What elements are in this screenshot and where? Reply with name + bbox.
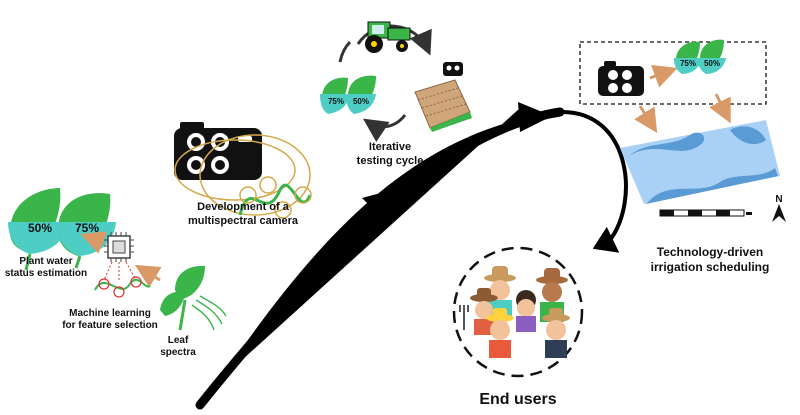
tractor-icon (365, 21, 411, 53)
cycle-leaves: 75% 50% (320, 75, 376, 114)
north-label: N (775, 194, 782, 205)
irrigation-map (620, 120, 780, 204)
camera-spectra-rings (174, 134, 312, 219)
leaf-value-right-right: 50% (704, 59, 720, 68)
leaf-value-left-small: 50% (28, 221, 52, 235)
label-dev-1: Development of a (197, 201, 290, 213)
dashed-input-box (579, 41, 767, 105)
swoosh-arrowhead-3 (518, 102, 552, 132)
irrigation-camera-icon (598, 61, 644, 96)
chip-icon (94, 232, 151, 298)
camera-icon (174, 122, 262, 180)
leaf-value-cycle-left: 75% (328, 97, 344, 106)
label-leaf-2: spectra (160, 347, 196, 358)
arrow-to-map-left (634, 105, 658, 134)
label-leaf-1: Leaf (168, 335, 189, 346)
label-tech-1: Technology-driven (657, 245, 763, 259)
label-tech-2: irrigation scheduling (651, 260, 770, 274)
leaf-spectra-plant-icon (160, 265, 227, 331)
arrow-chip-to-leaves (80, 231, 108, 254)
label-iter-2: testing cycle (357, 155, 424, 167)
leaf-value-right-left: 75% (680, 59, 696, 68)
arrow-camera-to-leaves (649, 64, 678, 88)
arrow-spectra-to-ml (134, 264, 162, 288)
leaf-value-cycle-right: 50% (353, 97, 369, 106)
field-plot-icon (414, 79, 472, 132)
swoosh-arrowhead-2 (362, 190, 392, 216)
label-ml-1: Machine learning (69, 308, 151, 319)
map-scale-bar (659, 209, 752, 217)
irrigation-leaves: 75% 50% (674, 39, 726, 74)
label-end-users: End users (479, 391, 556, 408)
arrow-to-map-right (709, 93, 731, 124)
label-iter-1: Iterative (369, 141, 411, 153)
north-arrow-icon: N (772, 194, 786, 222)
label-ml-2: for feature selection (62, 320, 158, 331)
label-dev-2: multispectral camera (188, 215, 299, 227)
label-plant-water-1: Plant water (19, 256, 72, 267)
label-plant-water-2: status estimation (5, 268, 87, 279)
swoosh-arrowhead-1 (285, 282, 312, 306)
cycle-camera-icon (443, 62, 463, 76)
leaf-value-left-large: 75% (75, 221, 99, 235)
end-users-ring (452, 246, 584, 378)
farmer-group-icon (459, 266, 570, 358)
progress-swoosh (195, 102, 628, 410)
